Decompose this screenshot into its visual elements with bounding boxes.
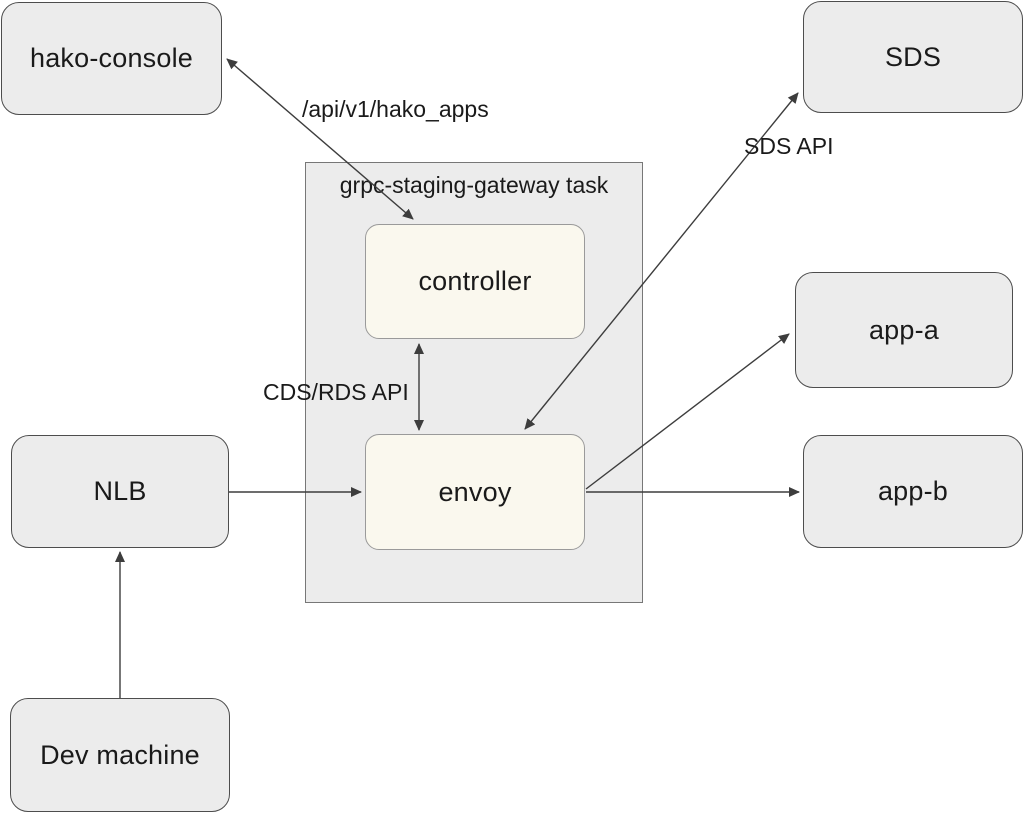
node-envoy-label: envoy	[438, 476, 512, 507]
node-sds: SDS	[803, 1, 1023, 113]
node-controller-label: controller	[418, 266, 532, 296]
edge-label-sds-api: SDS API	[744, 133, 834, 159]
node-nlb-label: NLB	[93, 476, 147, 506]
node-controller: controller	[365, 224, 585, 339]
node-dev-machine: Dev machine	[10, 698, 230, 812]
node-hako-console: hako-console	[1, 2, 222, 115]
node-app-a: app-a	[795, 272, 1013, 388]
task-group-label: grpc-staging-gateway task	[339, 172, 609, 198]
node-dev-machine-label: Dev machine	[40, 739, 200, 770]
node-envoy: envoy	[365, 434, 585, 550]
edge-label-hako-api: /api/v1/hako_apps	[302, 96, 489, 122]
node-app-b-label: app-b	[877, 476, 949, 506]
node-app-b: app-b	[803, 435, 1023, 548]
node-nlb: NLB	[11, 435, 229, 548]
node-sds-label: SDS	[884, 41, 942, 72]
node-hako-console-label: hako-console	[29, 43, 193, 73]
edge-label-cds-rds-api: CDS/RDS API	[263, 379, 409, 405]
node-app-a-label: app-a	[868, 314, 940, 345]
